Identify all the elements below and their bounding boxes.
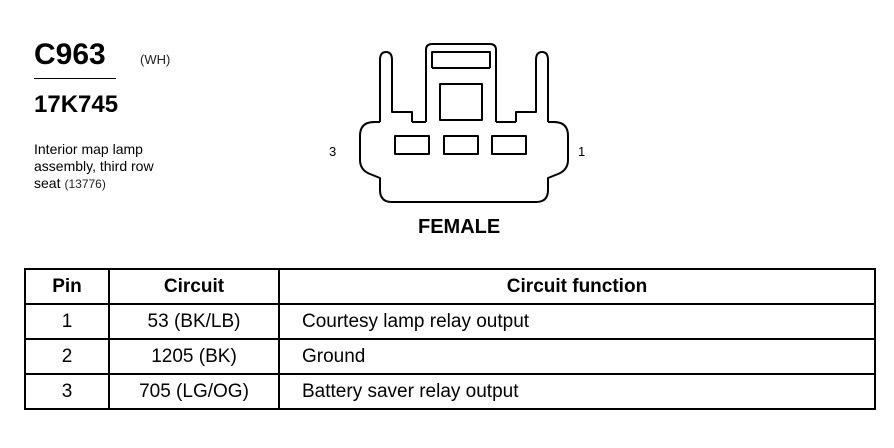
cavity-2 (443, 135, 479, 155)
pin-cell: 3 (24, 373, 110, 410)
table-row: 1 53 (BK/LB) Courtesy lamp relay output (24, 303, 876, 340)
connector-gender: FEMALE (418, 216, 501, 238)
connector-id: C963 (34, 38, 106, 71)
description-line-3: seat(13776) (34, 175, 154, 193)
function-cell: Ground (278, 338, 876, 375)
connector-face-diagram (359, 43, 569, 203)
description-line-2: assembly, third row (34, 158, 154, 174)
pin-label-left: 3 (329, 144, 337, 159)
table-row: 3 705 (LG/OG) Battery saver relay output (24, 373, 876, 410)
part-number: 17K745 (34, 91, 119, 118)
header-circuit-function: Circuit function (278, 268, 876, 305)
description-line-1: Interior map lamp (34, 141, 143, 157)
header-circuit: Circuit (108, 268, 280, 305)
left-latch-arm (379, 51, 413, 122)
pin-label-right: 1 (578, 144, 586, 159)
header-pin: Pin (24, 268, 110, 305)
connector-body-outline (359, 121, 569, 203)
cavity-3 (394, 135, 430, 155)
lock-tower (425, 43, 497, 122)
pin-cell: 1 (24, 303, 110, 340)
lock-tower-inner (431, 51, 491, 68)
circuit-cell: 1205 (BK) (108, 338, 280, 375)
lock-window (439, 83, 483, 121)
description-reference: (13776) (64, 177, 106, 191)
table-row: 2 1205 (BK) Ground (24, 338, 876, 375)
cavity-1 (491, 135, 527, 155)
pin-cell: 2 (24, 338, 110, 375)
pinout-table: Pin Circuit Circuit function 1 53 (BK/LB… (24, 268, 876, 410)
connector-id-underline (34, 78, 116, 79)
description-line-3-text: seat (34, 175, 61, 191)
function-cell: Courtesy lamp relay output (278, 303, 876, 340)
table-header-row: Pin Circuit Circuit function (24, 268, 876, 305)
right-latch-arm (515, 51, 549, 122)
circuit-cell: 53 (BK/LB) (108, 303, 280, 340)
circuit-cell: 705 (LG/OG) (108, 373, 280, 410)
function-cell: Battery saver relay output (278, 373, 876, 410)
connector-color: (WH) (140, 52, 171, 67)
connector-description: Interior map lamp assembly, third row se… (34, 141, 154, 193)
